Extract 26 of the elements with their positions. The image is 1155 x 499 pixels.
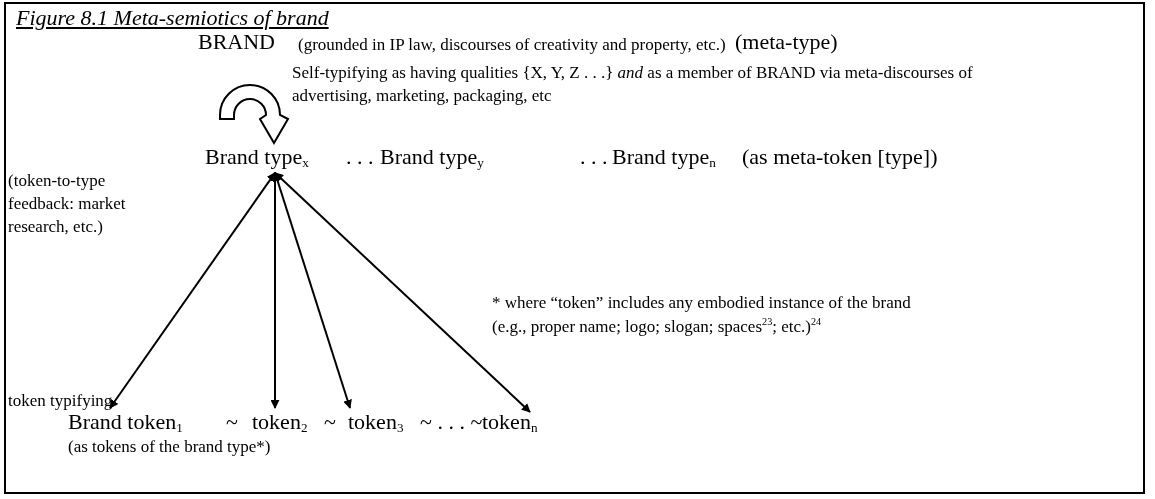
tilde-separator: ~ bbox=[324, 410, 336, 435]
term-label: Brand type$_{y}$ bbox=[380, 145, 484, 171]
tilde-separator: ~ bbox=[226, 410, 238, 435]
annotation-text: (meta-type) bbox=[735, 30, 838, 55]
double-arrow bbox=[109, 171, 276, 409]
description-text: Self-typifying as having qualities {X, Y, Z . . .} and as a member of BRAND via meta-discourses of advertising, marketing, packaging, etc bbox=[292, 62, 974, 107]
annotation-text: (grounded in IP law, discourses of creativity and property, etc.) bbox=[298, 36, 726, 55]
tilde-separator: ~ . . . ~ bbox=[420, 410, 483, 435]
token-note: (as tokens of the brand type*) bbox=[68, 438, 271, 457]
term-label: BRAND bbox=[198, 30, 275, 55]
curved-arrow bbox=[219, 84, 289, 144]
term-label: Brand token$_{1}$ bbox=[68, 410, 183, 436]
double-arrow bbox=[274, 171, 531, 413]
figure-title: Figure 8.1 Meta-semiotics of brand bbox=[16, 6, 329, 31]
footnote-text: * where “token” includes any embodied instance of the brand (e.g., proper name; logo; slogan; spaces$^{23}$; etc.)$^{24}$ bbox=[492, 292, 912, 338]
term-label: Brand type$_{x}$ bbox=[205, 145, 309, 171]
annotation-text: (as meta-token [type]) bbox=[742, 145, 938, 170]
ellipsis-text: . . . bbox=[346, 145, 374, 170]
term-label: token$_{n}$ bbox=[482, 410, 538, 436]
ellipsis-text: . . . bbox=[580, 145, 608, 170]
feedback-note: (token-to-type feedback: market research, etc.) bbox=[8, 170, 127, 238]
term-label: token$_{2}$ bbox=[252, 410, 308, 436]
side-note: token typifying bbox=[8, 392, 113, 411]
term-label: token$_{3}$ bbox=[348, 410, 404, 436]
term-label: Brand type$_{n}$ bbox=[612, 145, 716, 171]
double-arrow bbox=[273, 171, 352, 409]
